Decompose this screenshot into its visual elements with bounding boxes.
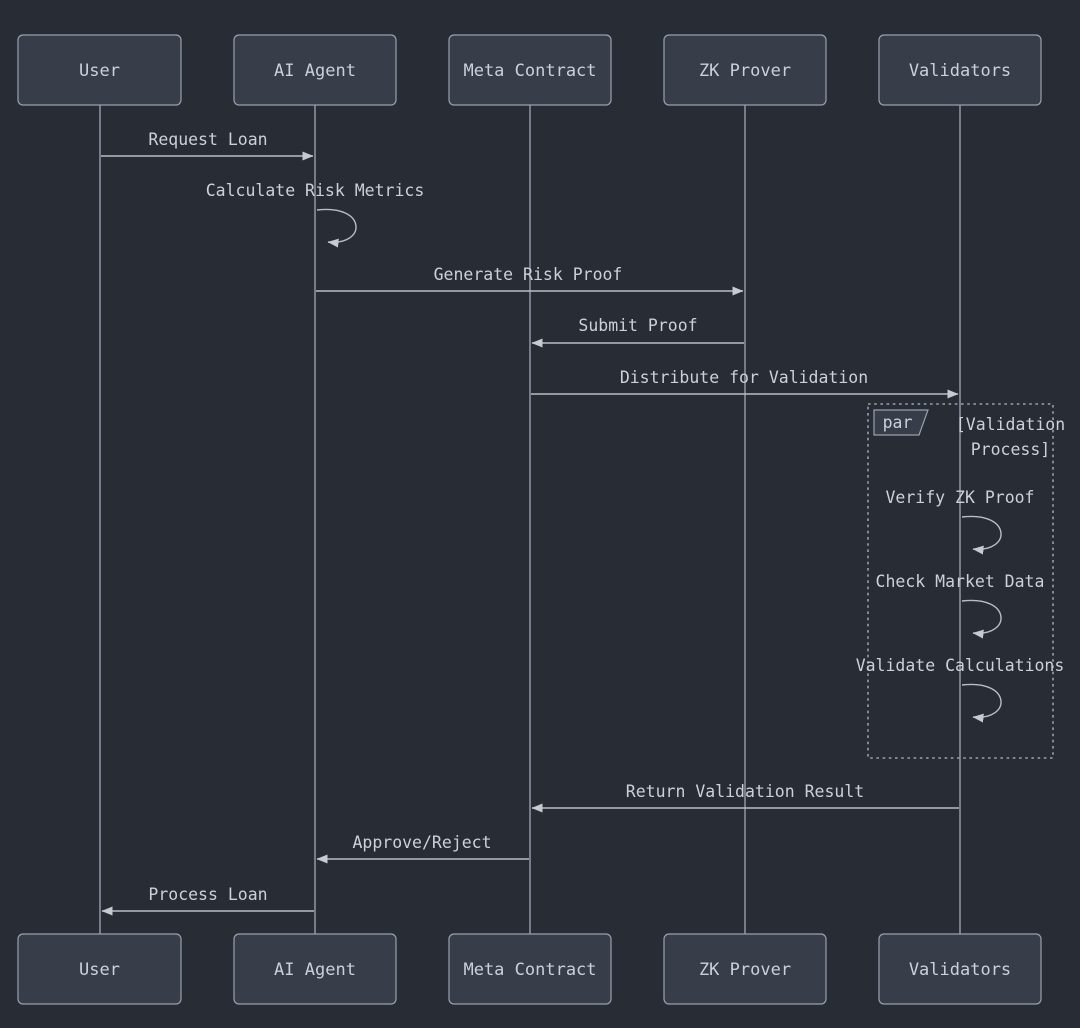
actor-footer-user[interactable]: User xyxy=(17,933,182,1005)
actor-label: ZK Prover xyxy=(699,960,791,980)
message-m3: Generate Risk Proof xyxy=(316,265,744,296)
message-m4: Submit Proof xyxy=(531,316,744,348)
message-m5: Distribute for Validation xyxy=(531,368,959,399)
fragment-title-line: Process] xyxy=(971,440,1050,459)
actor-headers-layer: User AI Agent Meta Contract ZK Prover Valida… xyxy=(17,34,1042,106)
message-label: Submit Proof xyxy=(578,316,697,335)
message-m2: Calculate Risk Metrics xyxy=(206,181,425,248)
actor-header-agent[interactable]: AI Agent xyxy=(233,34,397,106)
actor-footer-meta[interactable]: Meta Contract xyxy=(448,933,612,1005)
actor-label: Validators xyxy=(909,61,1011,81)
message-label: Distribute for Validation xyxy=(620,368,868,387)
message-label: Check Market Data xyxy=(876,572,1045,591)
actor-header-prover[interactable]: ZK Prover xyxy=(663,34,827,106)
actor-label: ZK Prover xyxy=(699,61,791,81)
fragment-tab xyxy=(873,409,929,436)
actor-footer-agent[interactable]: AI Agent xyxy=(233,933,397,1005)
message-m1: Request Loan xyxy=(101,130,314,161)
message-m10: Approve/Reject xyxy=(316,833,529,864)
actor-header-meta[interactable]: Meta Contract xyxy=(448,34,612,106)
actor-header-validators[interactable]: Validators xyxy=(878,34,1042,106)
actor-label: AI Agent xyxy=(274,960,356,980)
message-m9: Return Validation Result xyxy=(531,782,959,813)
actor-label: Meta Contract xyxy=(463,960,596,980)
message-m11: Process Loan xyxy=(101,885,314,916)
message-label: Return Validation Result xyxy=(626,782,864,801)
actor-footer-validators[interactable]: Validators xyxy=(878,933,1042,1005)
lifelines-layer xyxy=(99,105,961,934)
actor-label: User xyxy=(79,960,120,980)
actor-footer-prover[interactable]: ZK Prover xyxy=(663,933,827,1005)
message-label: Generate Risk Proof xyxy=(434,265,623,284)
message-m7: Check Market Data xyxy=(876,572,1045,639)
message-label: Verify ZK Proof xyxy=(885,488,1034,507)
actor-label: Validators xyxy=(909,960,1011,980)
fragment-title-line: [Validation xyxy=(956,415,1065,434)
message-label: Process Loan xyxy=(148,885,267,904)
actor-label: Meta Contract xyxy=(463,61,596,81)
message-m6: Verify ZK Proof xyxy=(885,488,1035,555)
actor-header-user[interactable]: User xyxy=(17,34,182,106)
message-label: Calculate Risk Metrics xyxy=(206,181,425,200)
message-label: Validate Calculations xyxy=(856,656,1065,675)
actor-footers-layer: User AI Agent Meta Contract ZK Prover Valida… xyxy=(17,933,1042,1005)
fragment-tab-label: par xyxy=(883,413,913,432)
actor-label: AI Agent xyxy=(274,61,356,81)
actor-label: User xyxy=(79,61,120,81)
message-label: Request Loan xyxy=(148,130,267,149)
message-label: Approve/Reject xyxy=(352,833,491,852)
message-m8: Validate Calculations xyxy=(856,656,1065,723)
